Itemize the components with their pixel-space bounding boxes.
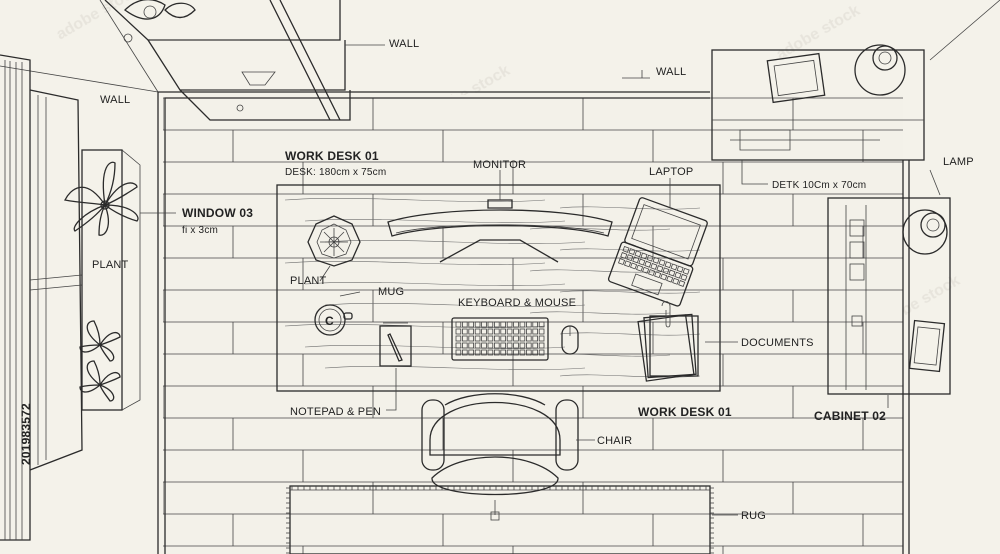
documents: [637, 301, 699, 382]
wall-shelf: [104, 0, 351, 121]
office-chair: [421, 393, 579, 521]
label-wall-top: WALL: [656, 66, 686, 78]
rug: [286, 485, 714, 554]
label-monitor: MONITOR: [473, 159, 526, 171]
labels: WALL WALL WALL WORK DESK 01 DESK: 180cm …: [19, 38, 974, 522]
label-chair: CHAIR: [597, 435, 632, 447]
notepad-and-pen: [379, 322, 412, 367]
desk-plant: [307, 215, 361, 267]
work-desk-01: [276, 184, 721, 392]
label-work-desk-dims: DESK: 180cm x 75cm: [285, 167, 386, 178]
cabinet-02: [827, 197, 951, 395]
label-stock-id: 201983572: [19, 403, 33, 465]
mug-logo: C: [325, 314, 334, 328]
leader-lines: [140, 44, 941, 516]
label-wall-left: WALL: [100, 94, 130, 106]
label-plant-window: PLANT: [92, 259, 129, 271]
side-desk: [711, 44, 925, 161]
label-side-desk-dims: DETK 10Cm x 70cm: [772, 180, 866, 191]
label-laptop: LAPTOP: [649, 166, 693, 178]
monitor: [387, 199, 613, 263]
label-documents: DOCUMENTS: [741, 337, 814, 349]
label-cabinet: CABINET 02: [814, 409, 886, 423]
laptop: [607, 197, 708, 307]
label-mug: MUG: [378, 286, 404, 298]
keyboard: [451, 317, 549, 361]
label-lamp: LAMP: [943, 156, 974, 168]
window-plant: [64, 161, 139, 402]
label-rug: RUG: [741, 510, 766, 522]
label-window-dims: fi x 3cm: [182, 225, 218, 236]
window-03: [0, 54, 141, 541]
label-work-desk-bottom: WORK DESK 01: [638, 405, 732, 419]
mouse: [561, 325, 579, 355]
label-keyboard-mouse: KEYBOARD & MOUSE: [458, 297, 576, 309]
mug: C: [314, 304, 353, 336]
label-notepad-pen: NOTEPAD & PEN: [290, 406, 381, 418]
label-window-title: WINDOW 03: [182, 206, 253, 220]
label-wall-top-left: WALL: [389, 38, 419, 50]
label-plant-desk: PLANT: [290, 275, 327, 287]
label-work-desk-title: WORK DESK 01: [285, 149, 379, 163]
